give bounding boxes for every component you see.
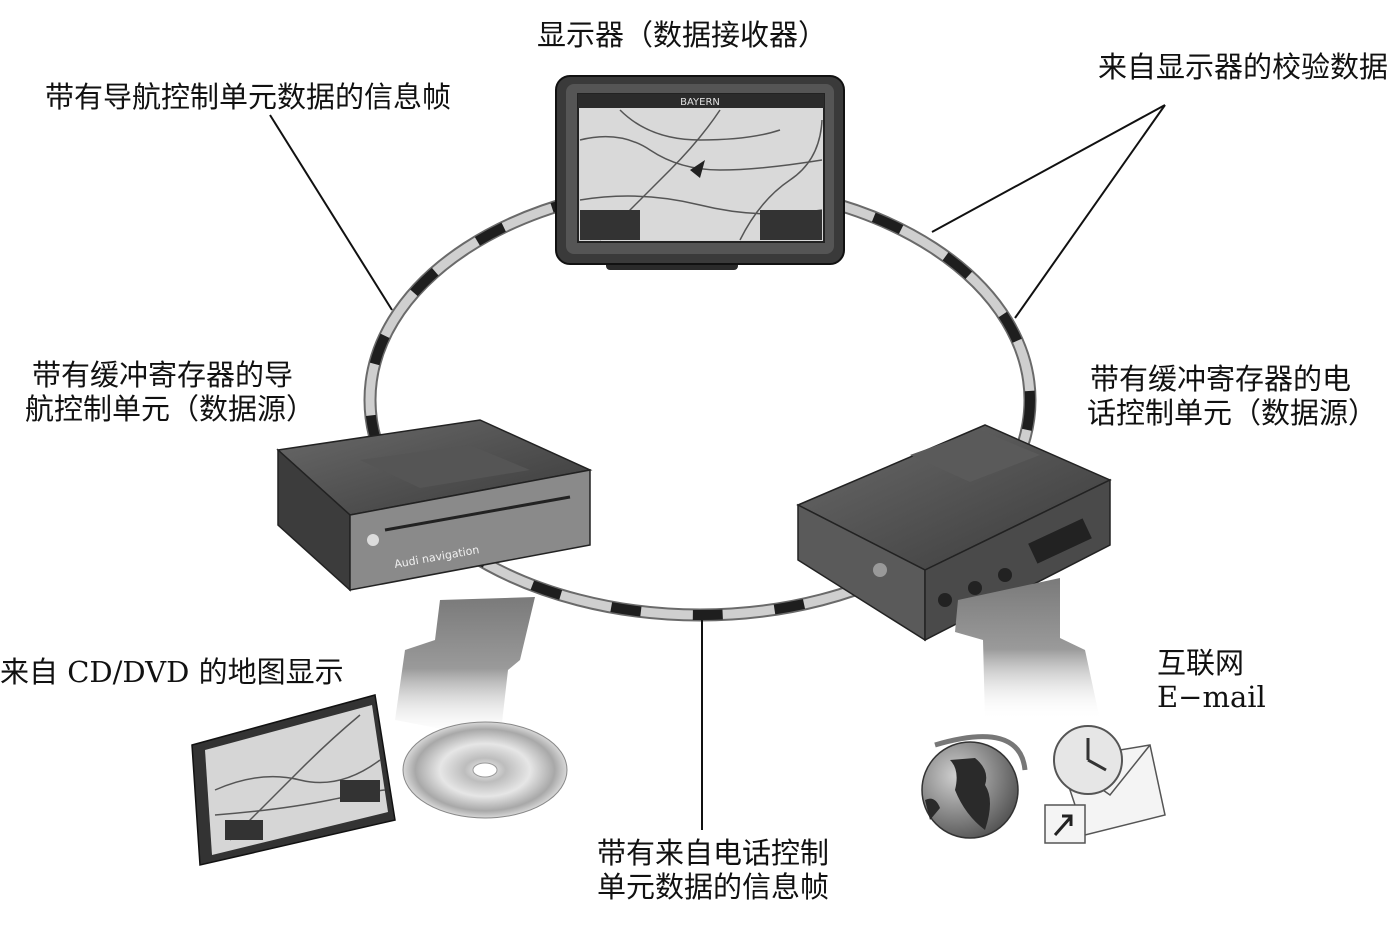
phone-unit-label-line2: 话控制单元（数据源）	[1087, 396, 1378, 430]
internet-label: 互联网	[1157, 646, 1245, 680]
nav-frame-pointer	[269, 114, 393, 311]
display-label: 显示器（数据接收器）	[537, 18, 828, 52]
map-input-arrow	[395, 597, 535, 740]
nav-unit-label-line1: 带有缓冲寄存器的导	[32, 358, 294, 392]
cd-disc-icon	[402, 721, 568, 819]
nav-unit-label-line2: 航控制单元（数据源）	[25, 392, 316, 426]
email-label: E−mail	[1157, 680, 1266, 714]
nav-frame-label: 带有导航控制单元数据的信息帧	[45, 80, 452, 114]
map-cd-label: 来自 CD/DVD 的地图显示	[0, 655, 344, 689]
checksum-pointer-a	[931, 104, 1166, 233]
internet-input-arrow	[955, 578, 1100, 720]
pointer-lines	[269, 104, 1166, 830]
ring-dashes	[365, 180, 1035, 620]
input-arrows	[395, 578, 1100, 740]
phone-frame-label-line1: 带有来自电话控制	[597, 836, 830, 870]
phone-unit	[796, 424, 1112, 642]
navigation-unit: Audi navigation	[276, 419, 593, 592]
display-monitor: BAYERN	[555, 75, 845, 270]
screen-header: BAYERN	[680, 97, 720, 108]
email-icon	[1044, 725, 1166, 844]
checksum-label: 来自显示器的校验数据	[1098, 50, 1389, 84]
globe-icon	[921, 734, 1028, 839]
phone-frame-label-line2: 单元数据的信息帧	[597, 870, 830, 904]
phone-unit-label-line1: 带有缓冲寄存器的电	[1090, 362, 1352, 396]
checksum-pointer-b	[1014, 104, 1166, 319]
map-book-icon	[191, 694, 396, 866]
